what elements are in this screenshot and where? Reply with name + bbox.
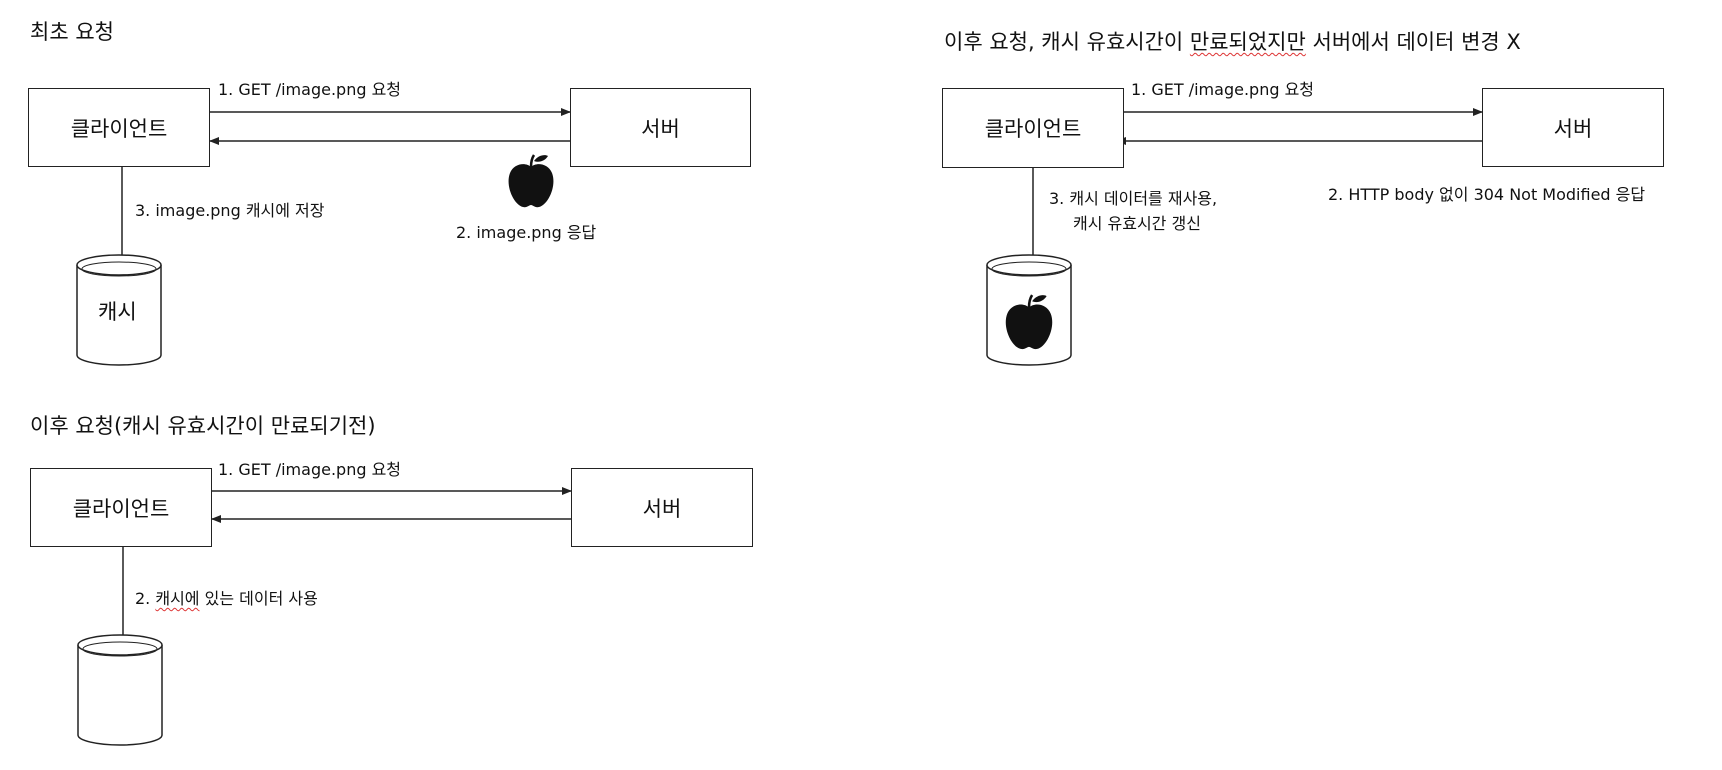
s2-step1-label: 1. GET /image.png 요청 [1131,80,1315,99]
s3-step1-label: 1. GET /image.png 요청 [218,460,402,479]
s1-step3-label: 3. image.png 캐시에 저장 [135,201,325,220]
s3-title: 이후 요청(캐시 유효시간이 만료되기전) [30,414,376,438]
s1-server-box: 서버 [570,88,751,167]
s2-title-part1: 이후 요청, 캐시 유효시간이 [944,30,1190,54]
s1-client-box: 클라이언트 [28,88,210,167]
s3-step2-rest: 있는 데이터 사용 [199,589,318,608]
s3-server-box: 서버 [571,468,753,547]
s2-client-box: 클라이언트 [942,88,1124,168]
s1-step2-label: 2. image.png 응답 [456,223,597,242]
s2-title-part2: 서버에서 데이터 변경 X [1305,30,1521,54]
s1-step1-label: 1. GET /image.png 요청 [218,80,402,99]
s2-title-squiggle: 만료되었지만 [1189,30,1306,54]
s3-cache-cylinder [77,634,163,746]
s2-step2-label: 2. HTTP body 없이 304 Not Modified 응답 [1328,185,1646,204]
s1-title: 최초 요청 [30,20,114,44]
s3-client-box: 클라이언트 [30,468,212,547]
s1-apple-icon [507,153,555,209]
s1-cache-label: 캐시 [98,300,137,324]
s2-step3-line2: 캐시 유효시간 갱신 [1073,214,1201,233]
s2-title: 이후 요청, 캐시 유효시간이 만료되었지만 서버에서 데이터 변경 X [944,26,1521,56]
s3-step2-squiggle: 캐시에 [155,589,200,608]
s3-step2-label: 2. 캐시에 있는 데이터 사용 [135,587,318,611]
s1-cache-cylinder [76,254,162,366]
s2-step3-line1: 3. 캐시 데이터를 재사용, [1049,189,1218,208]
s2-server-box: 서버 [1482,88,1664,167]
s3-step2-prefix: 2. [135,589,156,608]
